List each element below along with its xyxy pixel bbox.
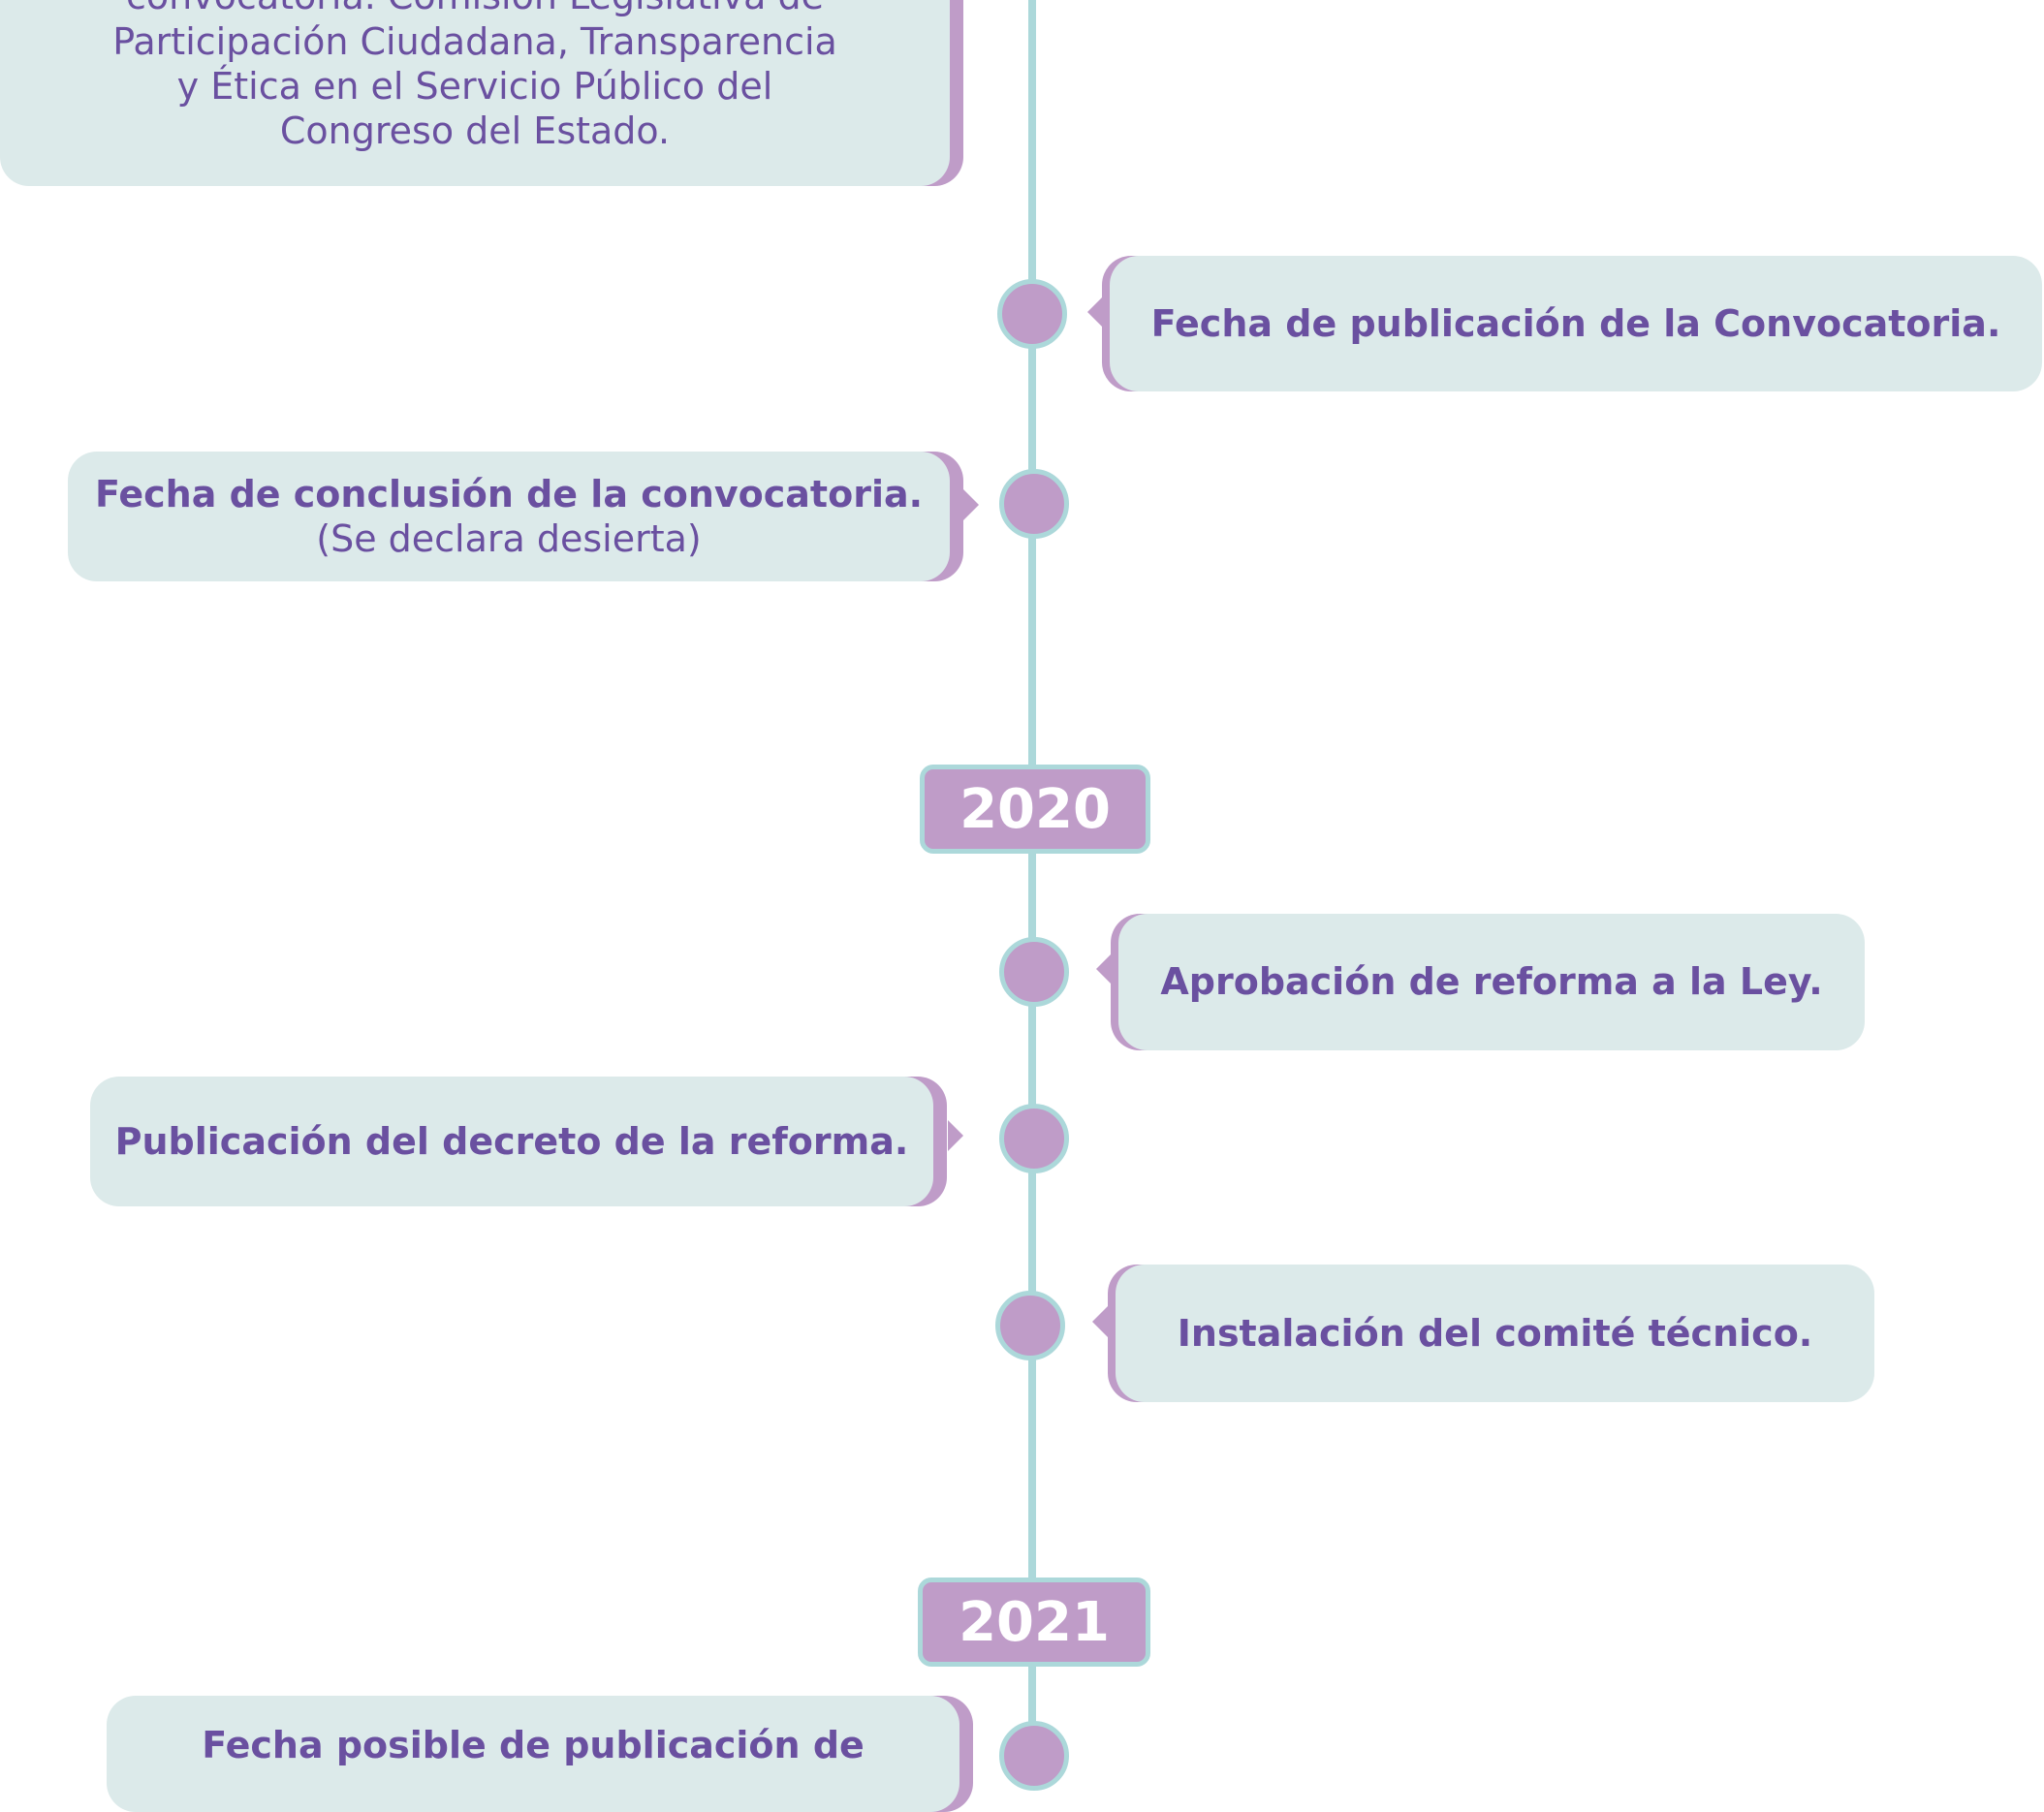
event-card-conclusion-convocatoria: Fecha de conclusión de la convocatoria. … bbox=[68, 452, 950, 581]
event-card-title: Instalación del comité técnico. bbox=[1177, 1311, 1813, 1355]
card-pointer bbox=[1087, 297, 1103, 328]
timeline-dot bbox=[999, 1721, 1069, 1791]
timeline-line bbox=[1028, 0, 1036, 1744]
event-card-title: Aprobación de reforma a la Ley. bbox=[1160, 960, 1823, 1004]
event-card-line: Participación Ciudadana, Transparencia bbox=[112, 19, 837, 63]
event-card-publicacion-convocatoria: Fecha de publicación de la Convocatoria. bbox=[1110, 256, 2042, 391]
event-card-line: Congreso del Estado. bbox=[279, 109, 671, 153]
year-badge-2020: 2020 bbox=[920, 765, 1150, 854]
event-card-title: Fecha posible de publicación de bbox=[202, 1724, 865, 1766]
card-pointer bbox=[963, 489, 979, 520]
event-card-title: Publicación del decreto de la reforma. bbox=[114, 1119, 909, 1163]
timeline-dot bbox=[999, 937, 1069, 1007]
timeline-dot bbox=[999, 1104, 1069, 1173]
card-pointer bbox=[1096, 953, 1112, 984]
event-card-line: y Ética en el Servicio Público del bbox=[176, 65, 773, 108]
event-card-instalacion-comite: Instalación del comité técnico. bbox=[1116, 1265, 1874, 1402]
timeline-dot bbox=[999, 469, 1069, 539]
event-card-title: Fecha de conclusión de la convocatoria. bbox=[94, 472, 924, 515]
timeline-dot bbox=[995, 1291, 1065, 1360]
event-card-line: convocatoria. Comisión Legislativa de bbox=[126, 0, 824, 19]
card-pointer bbox=[948, 1120, 963, 1151]
timeline-dot bbox=[997, 279, 1067, 349]
event-card-publicacion-decreto: Publicación del decreto de la reforma. bbox=[90, 1077, 933, 1206]
event-card-bottom: Fecha posible de publicación de bbox=[107, 1696, 959, 1812]
event-card-subtitle: (Se declara desierta) bbox=[316, 517, 702, 560]
event-card-comision: convocatoria. Comisión Legislativa de Pa… bbox=[0, 0, 950, 186]
event-card-aprobacion-reforma: Aprobación de reforma a la Ley. bbox=[1118, 914, 1865, 1050]
event-card-title: Fecha de publicación de la Convocatoria. bbox=[1150, 301, 2001, 345]
card-pointer bbox=[1092, 1306, 1108, 1337]
year-badge-2021: 2021 bbox=[918, 1578, 1150, 1667]
